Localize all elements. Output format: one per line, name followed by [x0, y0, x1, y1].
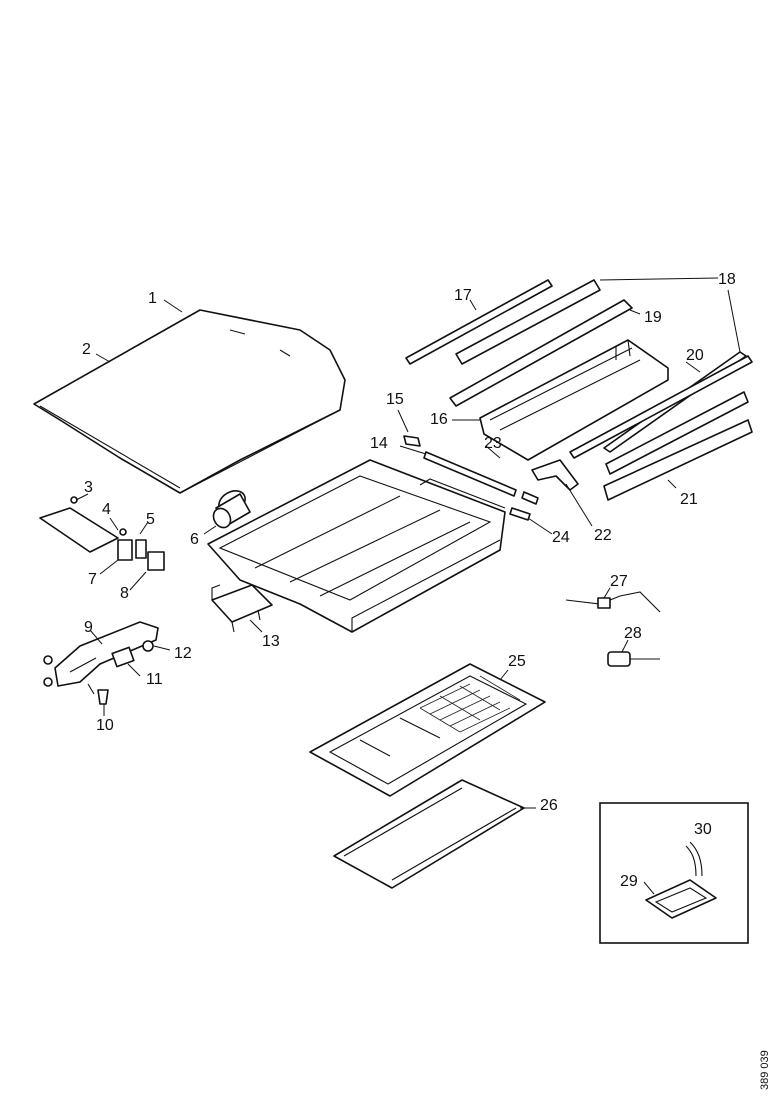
label-1: 1 — [148, 290, 157, 307]
bracket-22 — [531, 459, 579, 491]
top-cover — [33, 309, 346, 494]
label-22: 22 — [594, 527, 612, 544]
label-2: 2 — [82, 341, 91, 358]
label-25: 25 — [508, 653, 526, 670]
trim-strip-17 — [405, 279, 553, 365]
label-9: 9 — [84, 619, 93, 636]
label-27: 27 — [610, 573, 628, 590]
label-29: 29 — [620, 873, 638, 890]
channel-tray — [479, 339, 669, 461]
label-4: 4 — [102, 501, 111, 518]
grille-frame — [309, 663, 546, 797]
bracket — [211, 584, 273, 633]
trim-strip-19 — [449, 299, 633, 407]
motor — [212, 490, 251, 529]
reference-code: 389 039 — [759, 1050, 771, 1090]
label-8: 8 — [120, 585, 129, 602]
label-15: 15 — [386, 391, 404, 408]
filter-screen — [333, 779, 525, 889]
trim-strip-18c — [605, 391, 749, 475]
label-30: 30 — [694, 821, 712, 838]
thermocouple — [565, 591, 661, 613]
label-5: 5 — [146, 511, 155, 528]
label-12: 12 — [174, 645, 192, 662]
base-pan — [207, 459, 506, 633]
trim-strip-21 — [603, 419, 753, 501]
label-7: 7 — [88, 571, 97, 588]
clip-24 — [509, 507, 531, 521]
burner-assembly — [43, 621, 159, 705]
label-23: 23 — [484, 435, 502, 452]
label-20: 20 — [686, 347, 704, 364]
clip-15 — [403, 435, 421, 447]
label-13: 13 — [262, 633, 280, 650]
label-16: 16 — [430, 411, 448, 428]
trim-strip-20 — [569, 355, 753, 459]
label-24: 24 — [552, 529, 570, 546]
label-14: 14 — [370, 435, 388, 452]
mounting-plate — [39, 507, 119, 553]
label-21: 21 — [680, 491, 698, 508]
label-10: 10 — [96, 717, 114, 734]
label-17: 17 — [454, 287, 472, 304]
inset-frame — [599, 802, 749, 944]
connector — [607, 651, 660, 667]
label-28: 28 — [624, 625, 642, 642]
label-26: 26 — [540, 797, 558, 814]
inset-light-assembly — [645, 841, 717, 919]
label-6: 6 — [190, 531, 199, 548]
clip-24b — [521, 491, 539, 505]
label-11: 11 — [146, 671, 163, 688]
leader-lines — [75, 277, 741, 895]
label-3: 3 — [84, 479, 93, 496]
label-19: 19 — [644, 309, 662, 326]
switch-assembly — [117, 528, 165, 571]
label-18: 18 — [718, 271, 736, 288]
trim-strip-18a — [455, 279, 601, 365]
rail-23 — [423, 451, 517, 497]
